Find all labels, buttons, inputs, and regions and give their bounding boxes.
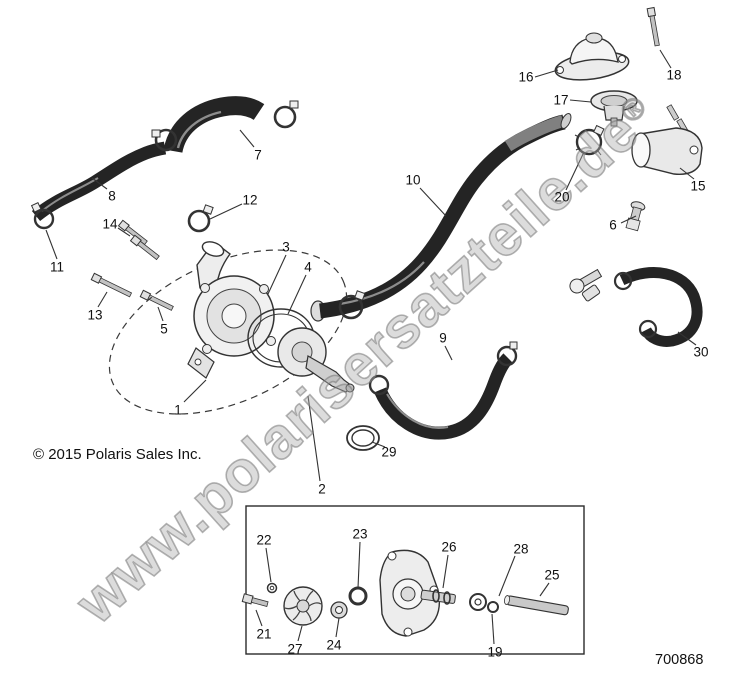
- oring-pair-26: [432, 589, 451, 605]
- callout-9: 9: [439, 330, 447, 346]
- callout-21: 21: [256, 626, 272, 642]
- callout-3: 3: [282, 239, 290, 255]
- copyright-text: © 2015 Polaris Sales Inc.: [33, 446, 202, 463]
- callout-25: 25: [544, 567, 560, 583]
- cover-bolt: [646, 6, 660, 47]
- callout-4: 4: [304, 259, 312, 275]
- hose-clamp-7-left: [151, 128, 178, 152]
- shaft-25: [504, 595, 569, 616]
- bolt-13: [90, 272, 133, 298]
- callout-29: 29: [381, 444, 397, 460]
- bolt-5: [139, 289, 174, 311]
- temp-sensor-6: [625, 201, 646, 232]
- callout-15: 15: [690, 178, 706, 194]
- callout-18: 18: [666, 67, 682, 83]
- hose-clamp-20: [574, 124, 605, 156]
- callout-11: 11: [49, 259, 65, 275]
- washer-22: [266, 582, 278, 594]
- bypass-fitting-30: [569, 268, 603, 302]
- hose-clamp-12: [187, 204, 214, 233]
- washer-28: [469, 593, 487, 611]
- o-ring-29: [346, 425, 380, 451]
- hose-9: [374, 353, 513, 440]
- callout-24: 24: [326, 637, 342, 653]
- bolt-21: [241, 593, 269, 607]
- callout-17: 17: [553, 92, 569, 108]
- callout-23: 23: [352, 526, 368, 542]
- callout-13: 13: [87, 307, 103, 323]
- thermostat-17: [590, 90, 638, 127]
- hose-7: [163, 96, 265, 154]
- hose-10: [310, 113, 572, 322]
- hose-8: [31, 141, 167, 222]
- callout-2: 2: [318, 481, 326, 497]
- leader-lines: [45, 49, 697, 645]
- callout-5: 5: [160, 321, 168, 337]
- callout-22: 22: [256, 532, 272, 548]
- hose-30: [613, 267, 703, 347]
- hose-clamp-9-right: [496, 341, 518, 367]
- callout-1: 1: [174, 402, 182, 418]
- thermostat-housing-15: [631, 127, 703, 175]
- callout-6: 6: [609, 217, 617, 233]
- hose-clamp-10: [338, 290, 366, 320]
- washer-19: [487, 601, 499, 613]
- hose-clamp-11: [30, 202, 55, 230]
- hose-clamp-7-right: [273, 100, 299, 129]
- callout-30: 30: [693, 344, 709, 360]
- callout-27: 27: [287, 641, 303, 657]
- impeller-27: [283, 586, 323, 626]
- callout-10: 10: [405, 172, 421, 188]
- hose-clamp-9-left: [368, 374, 390, 396]
- callout-8: 8: [108, 188, 116, 204]
- callout-7: 7: [254, 147, 262, 163]
- callout-20: 20: [554, 189, 570, 205]
- callout-14: 14: [102, 216, 118, 232]
- callout-28: 28: [513, 541, 529, 557]
- callout-26: 26: [441, 539, 457, 555]
- seal-24: [330, 601, 348, 619]
- impeller-shaft-2: [277, 327, 355, 393]
- callout-19: 19: [487, 644, 503, 660]
- water-pump-housing-3: [187, 241, 276, 379]
- callout-12: 12: [242, 192, 258, 208]
- bolt-14b: [129, 234, 160, 261]
- callout-16: 16: [518, 69, 534, 85]
- pump-cover-26: [379, 549, 456, 637]
- part-number: 700868: [655, 652, 704, 668]
